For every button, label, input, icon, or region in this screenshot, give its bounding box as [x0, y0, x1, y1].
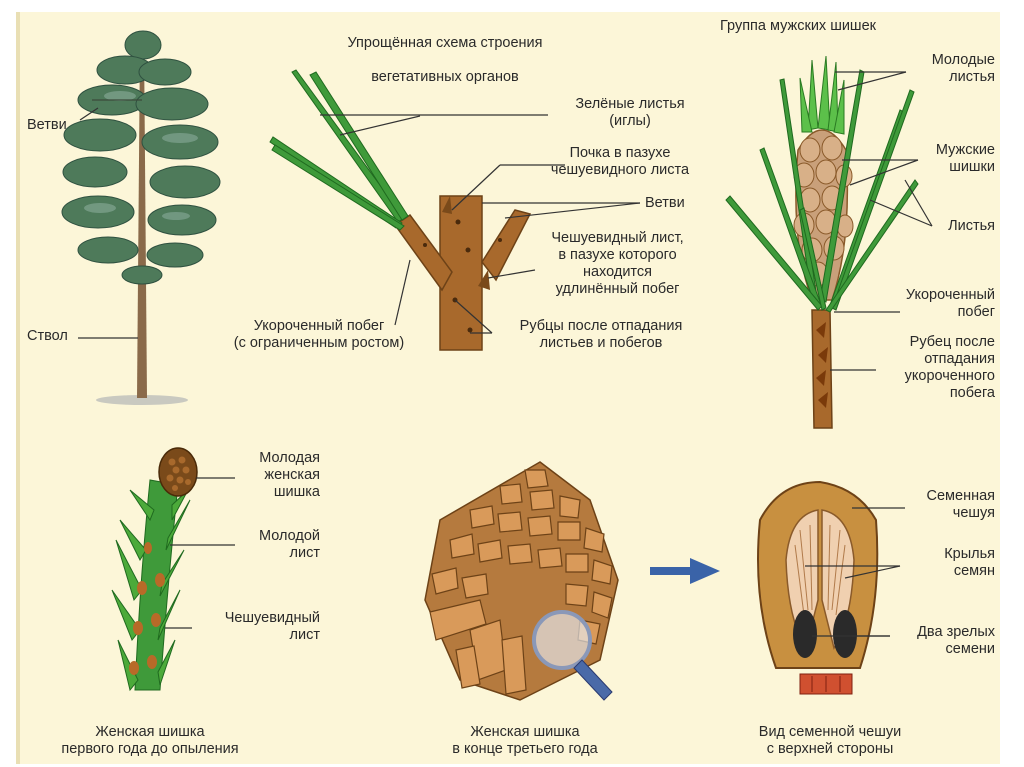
right-arrow-icon	[650, 558, 720, 584]
bud-label: Почка в пазухе чешуевидного листа	[535, 145, 705, 179]
title-line-1: Упрощённая схема строения	[348, 35, 543, 51]
branches-label: Ветви	[645, 195, 685, 212]
seed-scale-label: Семенная чешуя	[880, 488, 995, 522]
male-cones-label: Мужские шишки	[905, 142, 995, 176]
leaves-label: Листья	[905, 218, 995, 235]
mature-seeds-label: Два зрелых семени	[870, 624, 995, 658]
young-leaf-label: Молодой лист	[220, 528, 320, 562]
pine-tree	[62, 31, 220, 405]
tree-branches-label: Ветви	[27, 117, 67, 134]
male-group-title: Группа мужских шишек	[720, 18, 876, 35]
diagram-title: Упрощённая схема строения вегетативных о…	[310, 18, 580, 86]
scars-label: Рубцы после отпадания листьев и побегов	[496, 318, 706, 352]
female-cone-third-year	[425, 462, 618, 700]
scale-leaf-label: Чешуевидный лист, в пазухе которого нахо…	[530, 230, 705, 298]
scale-leaf-female-label: Чешуевидный лист	[190, 610, 320, 644]
title-line-2: вегетативных органов	[371, 69, 518, 85]
female-cone-first-year	[112, 448, 235, 690]
seed-scale-caption: Вид семенной чешуи с верхней стороны	[720, 724, 940, 758]
third-year-caption: Женская шишка в конце третьего года	[400, 724, 650, 758]
young-leaves-label: Молодые листья	[900, 52, 995, 86]
young-female-cone-label: Молодая женская шишка	[220, 450, 320, 501]
tree-trunk-label: Ствол	[27, 328, 68, 345]
first-year-caption: Женская шишка первого года до опыления	[30, 724, 270, 758]
scar-label: Рубец после отпадания укороченного побег…	[870, 334, 995, 402]
short-shoot-label: Укороченный побег (с ограниченным ростом…	[205, 318, 433, 352]
seed-wings-label: Крылья семян	[880, 546, 995, 580]
green-leaves-label: Зелёные листья (иглы)	[555, 96, 705, 130]
male-short-shoot-label: Укороченный побег	[870, 287, 995, 321]
